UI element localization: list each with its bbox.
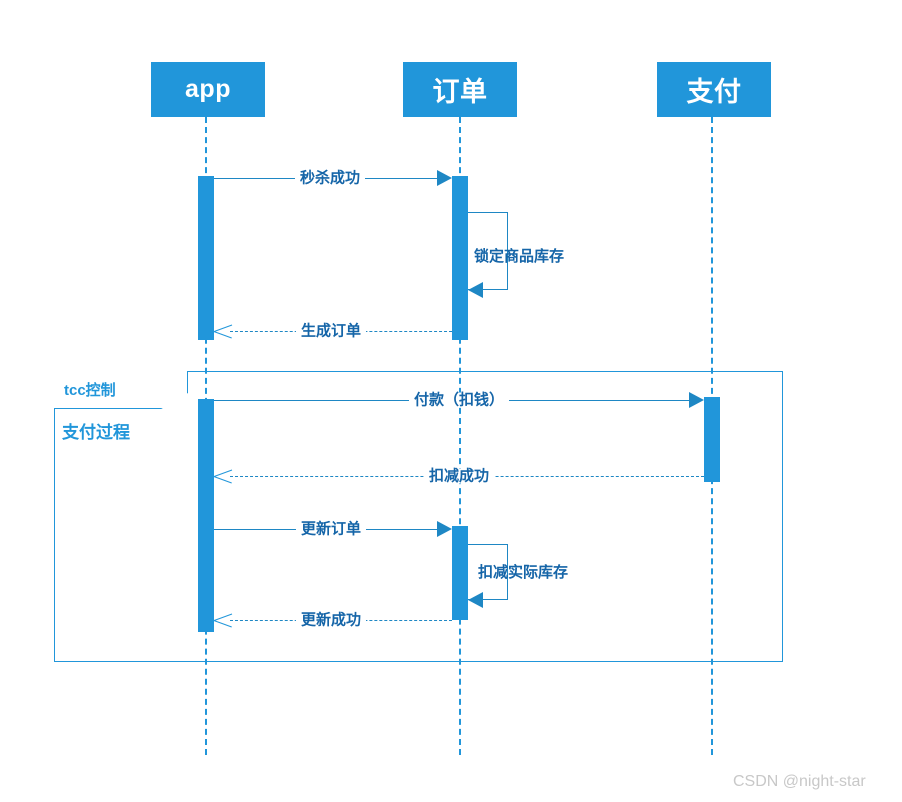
message-label-m3: 生成订单 [295,323,367,339]
fragment-operator-label: tcc控制 [64,382,116,399]
message-label-m7: 扣减实际库存 [478,564,569,581]
participant-order-label: 订单 [432,77,488,107]
self-loop-m7 [468,544,508,600]
participant-payment-label: 支付 [686,77,742,107]
participant-app-label: app [185,75,231,103]
activation-app-1 [198,176,214,340]
arrowhead-m6 [437,521,452,537]
combined-fragment-tcc[interactable] [54,371,783,662]
arrowhead-m5 [214,467,232,485]
arrowhead-m3 [214,322,232,340]
watermark-label: CSDN @night-star [733,773,866,790]
activation-payment-1 [704,397,720,482]
message-label-m2: 锁定商品库存 [474,248,565,265]
fragment-guard-label: 支付过程 [62,423,130,442]
fragment-operator-tab [54,371,188,409]
arrowhead-m1 [437,170,452,186]
arrowhead-m4 [689,392,704,408]
message-label-m4: 付款（扣钱） [408,392,510,408]
participant-order[interactable]: 订单 [403,62,517,117]
message-label-m6: 更新订单 [295,521,367,537]
arrowhead-m2 [468,282,483,298]
arrowhead-m7 [468,592,483,608]
activation-order-1 [452,176,468,340]
message-label-m8: 更新成功 [295,612,367,628]
lifeline-order [459,117,461,755]
message-label-m1: 秒杀成功 [294,170,366,186]
activation-app-2 [198,399,214,632]
participant-payment[interactable]: 支付 [657,62,771,117]
participant-app[interactable]: app [151,62,265,117]
activation-order-2 [452,526,468,620]
self-loop-m2 [468,212,508,290]
message-label-m5: 扣减成功 [423,468,495,484]
arrowhead-m8 [214,611,232,629]
